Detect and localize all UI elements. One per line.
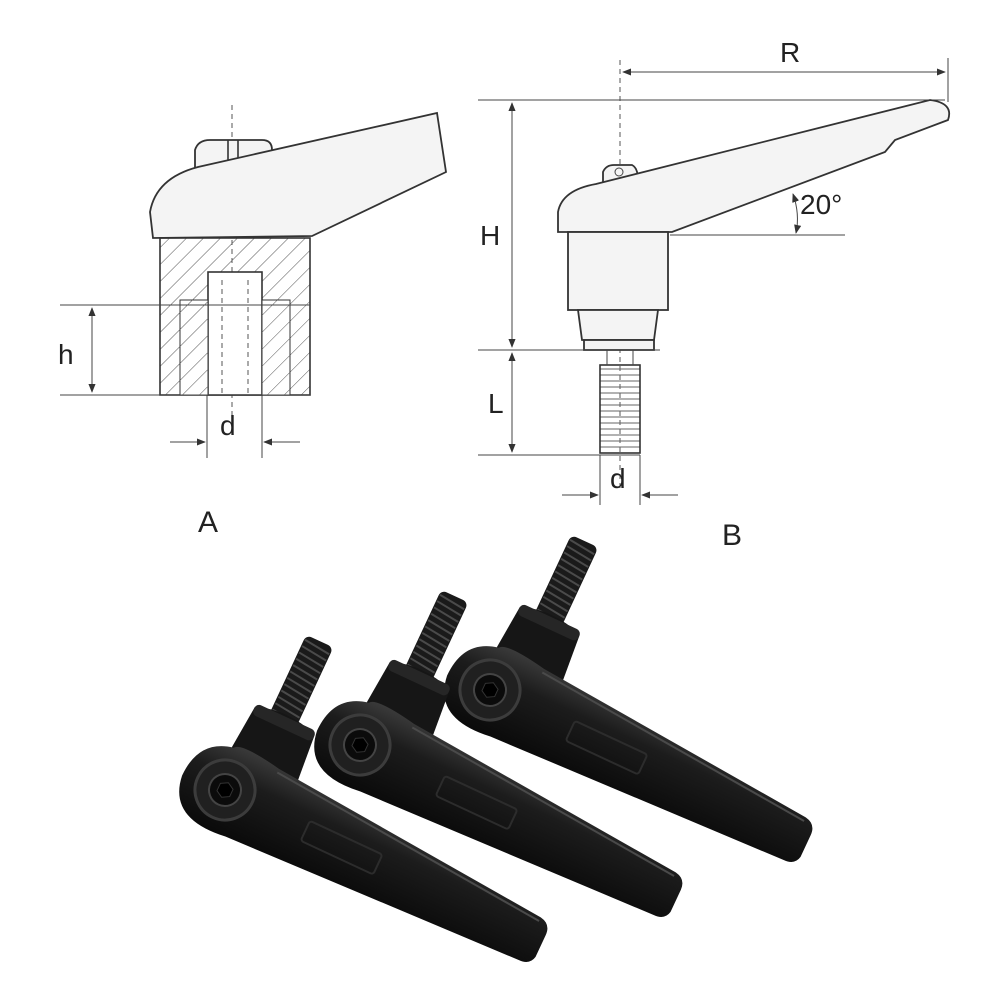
threaded-hole <box>207 271 263 396</box>
lever-arm <box>314 701 683 917</box>
threaded-stud <box>270 636 332 728</box>
angle-label: 20° <box>800 189 842 220</box>
label-recess <box>300 820 383 875</box>
handle-body <box>149 111 447 239</box>
lever-2 <box>314 591 683 917</box>
diagram-b: R H L d 20° B <box>478 37 951 552</box>
lever-3 <box>444 536 813 862</box>
hub <box>567 231 669 311</box>
lever-1 <box>179 636 548 962</box>
diagram-b-caption: B <box>722 519 742 552</box>
lever-arm <box>179 746 548 962</box>
d-dimension-label-b: d <box>610 463 626 494</box>
lever-arm <box>444 646 813 862</box>
h-dimension-label: h <box>58 339 74 370</box>
label-recess <box>565 720 648 775</box>
d-dimension-label-a: d <box>220 410 236 441</box>
label-recess <box>435 775 518 830</box>
product-photo <box>179 536 813 962</box>
r-dimension-label: R <box>780 37 800 68</box>
threaded-stud <box>405 591 467 683</box>
diagram-a-caption: A <box>198 506 218 539</box>
L-dimension-label: L <box>488 388 504 419</box>
threaded-stud <box>599 364 641 454</box>
diagram-a: h d A <box>58 105 447 539</box>
H-dimension-label: H <box>480 220 500 251</box>
angle-arc <box>792 193 802 234</box>
handle-body <box>557 99 951 233</box>
